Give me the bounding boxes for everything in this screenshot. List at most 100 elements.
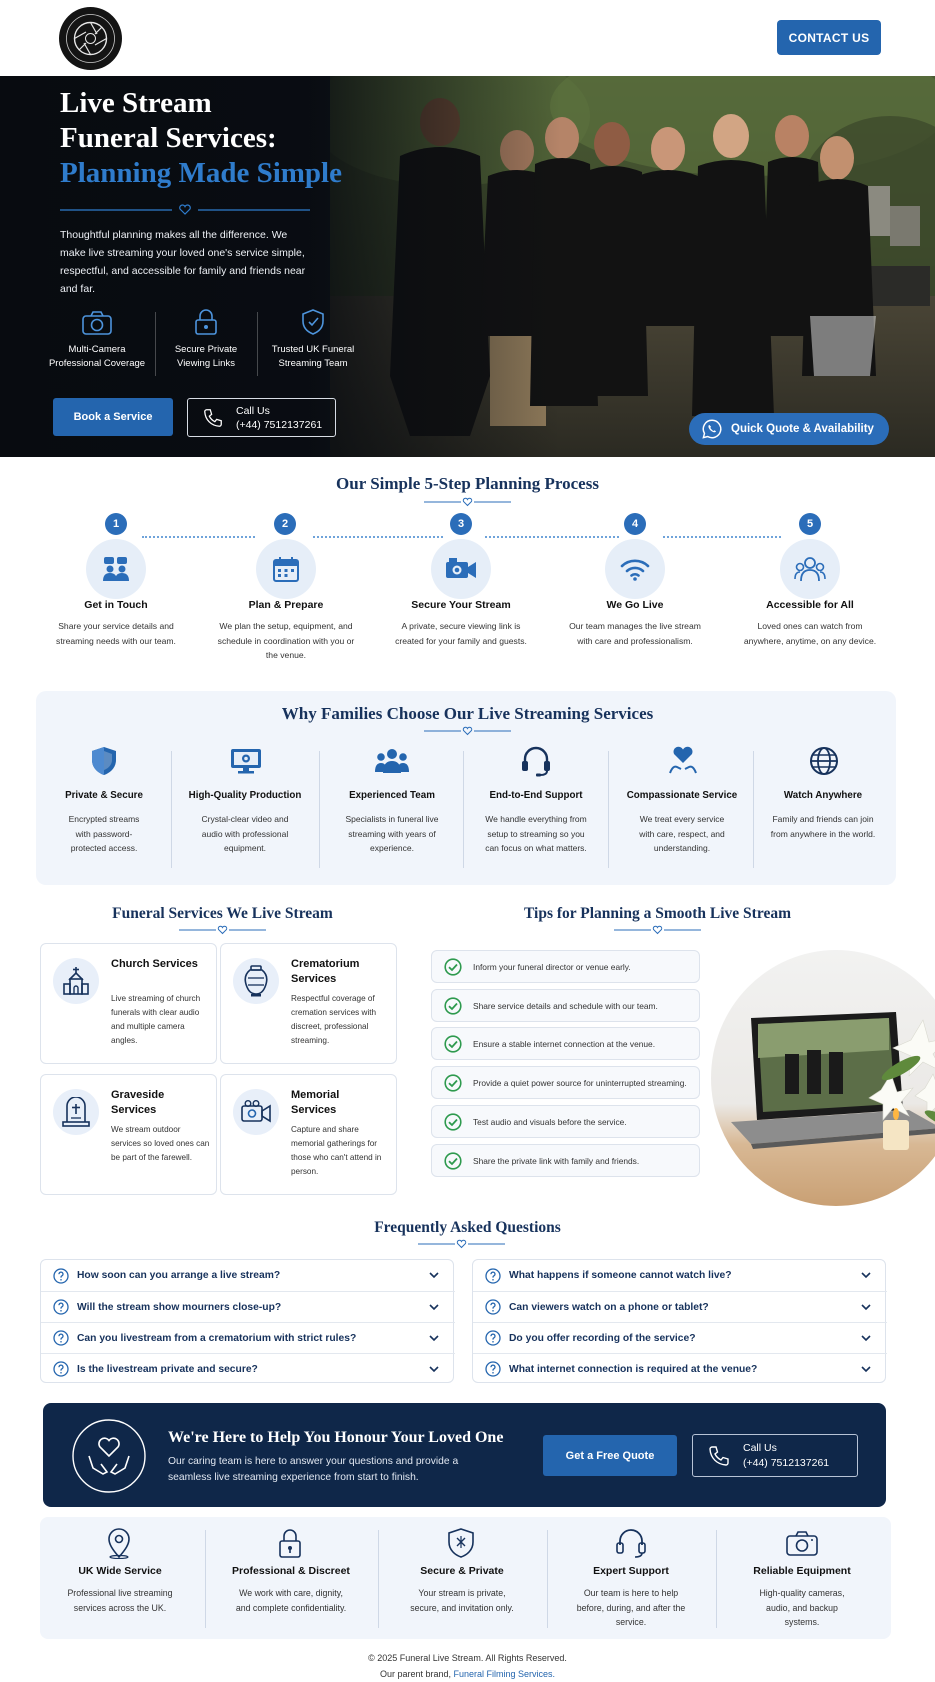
tip-text: Provide a quiet power source for uninter… <box>473 1077 687 1088</box>
tip-text: Share the private link with family and f… <box>473 1155 640 1166</box>
tip-text: Ensure a stable internet connection at t… <box>473 1038 656 1049</box>
heart-hands-icon <box>72 1419 146 1493</box>
chevron-down-icon <box>861 1272 871 1279</box>
step-description: Our team manages the live stream with ca… <box>569 621 701 646</box>
brand-logo[interactable] <box>59 7 122 70</box>
why-item-title: Private & Secure <box>65 790 143 801</box>
faq-item[interactable]: Can you livestream from a crematorium wi… <box>41 1322 455 1353</box>
service-card-graveside[interactable]: Graveside Services We stream outdoor ser… <box>40 1074 217 1195</box>
get-free-quote-button[interactable]: Get a Free Quote <box>543 1435 677 1476</box>
faq-question: What internet connection is required at … <box>509 1363 758 1375</box>
quick-quote-label: Quick Quote & Availability <box>731 423 874 435</box>
whatsapp-icon <box>702 419 722 439</box>
chevron-down-icon <box>429 1366 439 1373</box>
faq-item[interactable]: Can viewers watch on a phone or tablet? <box>473 1291 887 1322</box>
trust-icon-wrap <box>270 1525 310 1561</box>
faq-question: Can viewers watch on a phone or tablet? <box>509 1301 709 1313</box>
service-title: Church Services <box>111 958 198 970</box>
heart-divider <box>424 726 511 736</box>
call-label: Call Us <box>743 1441 777 1454</box>
tip-item: Test audio and visuals before the servic… <box>431 1105 700 1138</box>
faq-item[interactable]: Will the stream show mourners close-up? <box>41 1291 455 1322</box>
trust-item-title: Secure & Private <box>420 1565 504 1577</box>
faq-item[interactable]: What happens if someone cannot watch liv… <box>473 1260 887 1291</box>
hero-feature-shield: Trusted UK Funeral Streaming Team <box>258 309 368 371</box>
tip-item: Share service details and schedule with … <box>431 989 700 1022</box>
faq-question: Can you livestream from a crematorium wi… <box>77 1332 357 1344</box>
why-divider <box>171 751 172 868</box>
check-circle-icon <box>444 1034 462 1053</box>
trust-item-description: High-quality cameras, audio, and backup … <box>759 1588 845 1627</box>
hero-feature-line2: Professional Coverage <box>48 358 146 369</box>
group-icon <box>794 557 826 582</box>
step-icon-wrap <box>780 539 840 599</box>
faq-item[interactable]: Do you offer recording of the service? <box>473 1322 887 1353</box>
why-item-description: Specialists in funeral live streaming wi… <box>345 814 439 853</box>
why-item-description: Crystal-clear video and audio with profe… <box>201 814 289 853</box>
site-header: CONTACT US <box>0 0 935 76</box>
service-card-crematorium[interactable]: Crematorium Services Respectful coverage… <box>220 943 397 1064</box>
faq-item[interactable]: What internet connection is required at … <box>473 1353 887 1384</box>
check-circle-icon <box>444 996 462 1015</box>
step-description: We plan the setup, equipment, and schedu… <box>217 621 355 660</box>
hero-call-button[interactable]: Call Us (+44) 7512137261 <box>187 398 336 437</box>
heart-divider <box>60 204 310 215</box>
step-title: Get in Touch <box>84 599 148 611</box>
globe-icon <box>810 747 838 775</box>
trust-item-title: Professional & Discreet <box>232 1565 350 1577</box>
question-icon <box>53 1267 69 1284</box>
process-title: Our Simple 5-Step Planning Process <box>336 474 599 493</box>
faq-item[interactable]: How soon can you arrange a live stream? <box>41 1260 455 1291</box>
heart-hands-icon <box>669 746 697 774</box>
why-divider <box>753 751 754 868</box>
trust-divider <box>716 1530 717 1628</box>
location-pin-icon <box>108 1528 130 1559</box>
cta-call-button[interactable]: Call Us (+44) 7512137261 <box>692 1434 858 1477</box>
why-item-title: Experienced Team <box>349 790 435 801</box>
step-description: Share your service details and streaming… <box>56 621 176 646</box>
why-item-title: End-to-End Support <box>489 790 583 801</box>
service-icon-wrap <box>53 958 99 1004</box>
tip-item: Share the private link with family and f… <box>431 1144 700 1177</box>
phone-icon <box>204 408 222 427</box>
contact-us-button[interactable]: CONTACT US <box>777 20 881 55</box>
chevron-down-icon <box>861 1335 871 1342</box>
chevron-down-icon <box>429 1335 439 1342</box>
why-icon-wrap <box>226 744 266 778</box>
step-icon-wrap <box>431 539 491 599</box>
why-icon-wrap <box>663 744 703 778</box>
hero-feature-lock: Secure Private Viewing Links <box>151 309 261 371</box>
step-description: A private, secure viewing link is create… <box>395 621 527 646</box>
trust-item-description: We work with care, dignity, and complete… <box>235 1588 347 1613</box>
faq-item[interactable]: Is the livestream private and secure? <box>41 1353 455 1384</box>
trust-icon-wrap <box>99 1525 139 1561</box>
chevron-down-icon <box>429 1272 439 1279</box>
service-title: Graveside Services <box>111 1089 165 1116</box>
question-icon <box>485 1361 501 1377</box>
check-circle-icon <box>444 1112 462 1131</box>
why-title: Why Families Choose Our Live Streaming S… <box>281 704 654 723</box>
quick-quote-button[interactable]: Quick Quote & Availability <box>689 413 889 445</box>
faq-column-right: What happens if someone cannot watch liv… <box>472 1259 887 1384</box>
trust-divider <box>547 1530 548 1628</box>
service-card-memorial[interactable]: Memorial Services Capture and share memo… <box>220 1074 397 1195</box>
service-title: Memorial Services <box>291 1089 340 1116</box>
hero-title-line3: Planning Made Simple <box>60 157 342 189</box>
shield-icon <box>448 1528 474 1558</box>
phone-icon <box>709 1445 729 1466</box>
trust-item-description: Our team is here to help before, during,… <box>576 1588 686 1627</box>
lock-icon <box>279 1529 301 1558</box>
headset-icon <box>522 746 550 777</box>
heart-divider <box>424 497 511 507</box>
shield-check-icon <box>302 309 324 335</box>
call-number: (+44) 7512137261 <box>743 1456 830 1469</box>
laptop-lilies-photo <box>711 950 935 1206</box>
check-circle-icon <box>444 1073 462 1092</box>
book-service-button[interactable]: Book a Service <box>53 398 173 436</box>
parent-brand-link[interactable]: Funeral Filming Services. <box>453 1669 556 1679</box>
why-divider <box>463 751 464 868</box>
trust-divider <box>378 1530 379 1628</box>
step-title: Secure Your Stream <box>411 599 511 611</box>
hero-feature-line1: Multi-Camera <box>68 344 126 355</box>
service-card-church[interactable]: Church Services Live streaming of church… <box>40 943 217 1064</box>
